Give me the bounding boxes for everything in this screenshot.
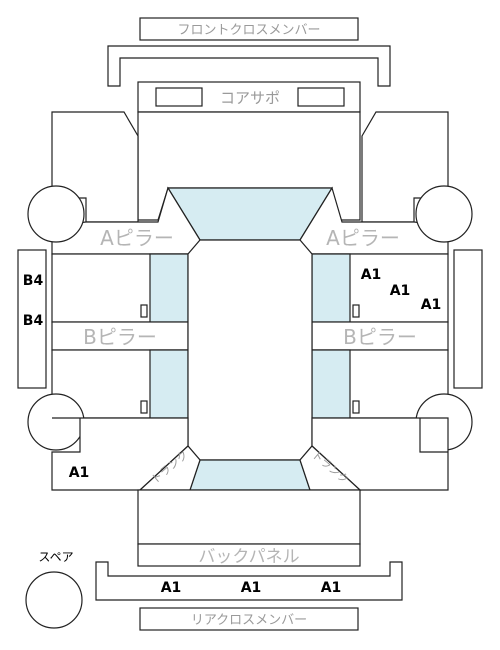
rear-cross-member-label: リアクロスメンバー <box>191 613 307 628</box>
front-cross-member-box[interactable] <box>139 17 359 41</box>
left-front-window[interactable] <box>149 253 189 323</box>
left-rear-quarter[interactable] <box>51 417 189 491</box>
front-cross-member-label: フロントクロスメンバー <box>177 23 320 38</box>
front-bumper-bracket[interactable] <box>107 45 391 87</box>
back-panel[interactable] <box>137 543 361 567</box>
roof-panel[interactable] <box>187 239 313 461</box>
left-rocker-panel[interactable] <box>17 249 47 389</box>
damage-code-bumper-center: A1 <box>241 580 262 596</box>
right-front-wheel[interactable] <box>415 185 473 243</box>
left-front-wheel[interactable] <box>27 185 85 243</box>
damage-code-left-rocker-2: B4 <box>23 313 44 329</box>
left-rear-wheel[interactable] <box>27 393 85 451</box>
spare-label: スペア <box>38 550 73 564</box>
rear-bumper-bracket[interactable] <box>95 561 403 601</box>
damage-code-right-door-1: A1 <box>361 267 382 283</box>
trunk-lid[interactable] <box>137 489 361 545</box>
left-b-pillar-label: Bピラー <box>83 325 157 349</box>
rear-cross-member-box[interactable] <box>139 607 359 631</box>
core-support-right-slot <box>297 87 345 107</box>
damage-code-left-rocker-1: B4 <box>23 273 44 289</box>
spare-tire[interactable] <box>25 571 83 629</box>
left-front-door-handle <box>140 304 148 318</box>
core-support-left-slot <box>155 87 203 107</box>
right-a-pillar-label: Aピラー <box>326 226 400 250</box>
right-rear-door-handle <box>352 400 360 414</box>
left-rear-door-handle <box>140 400 148 414</box>
rear-window[interactable] <box>189 459 311 491</box>
damage-code-bumper-left: A1 <box>161 580 182 596</box>
left-a-pillar-label: Aピラー <box>100 226 174 250</box>
core-support-label: コアサポ <box>220 89 280 107</box>
left-b-pillar[interactable] <box>51 321 189 351</box>
damage-code-bumper-right: A1 <box>321 580 342 596</box>
right-rocker-panel[interactable] <box>453 249 483 389</box>
back-panel-label: バックパネル <box>198 547 299 567</box>
damage-code-left-quarter: A1 <box>69 465 90 481</box>
right-front-door-handle <box>352 304 360 318</box>
right-front-window[interactable] <box>311 253 351 323</box>
right-rear-window[interactable] <box>311 349 351 419</box>
right-b-pillar-label: Bピラー <box>343 325 417 349</box>
damage-code-right-door-3: A1 <box>421 297 442 313</box>
left-rear-window[interactable] <box>149 349 189 419</box>
damage-code-right-door-2: A1 <box>390 283 411 299</box>
right-rear-quarter[interactable] <box>311 417 449 491</box>
